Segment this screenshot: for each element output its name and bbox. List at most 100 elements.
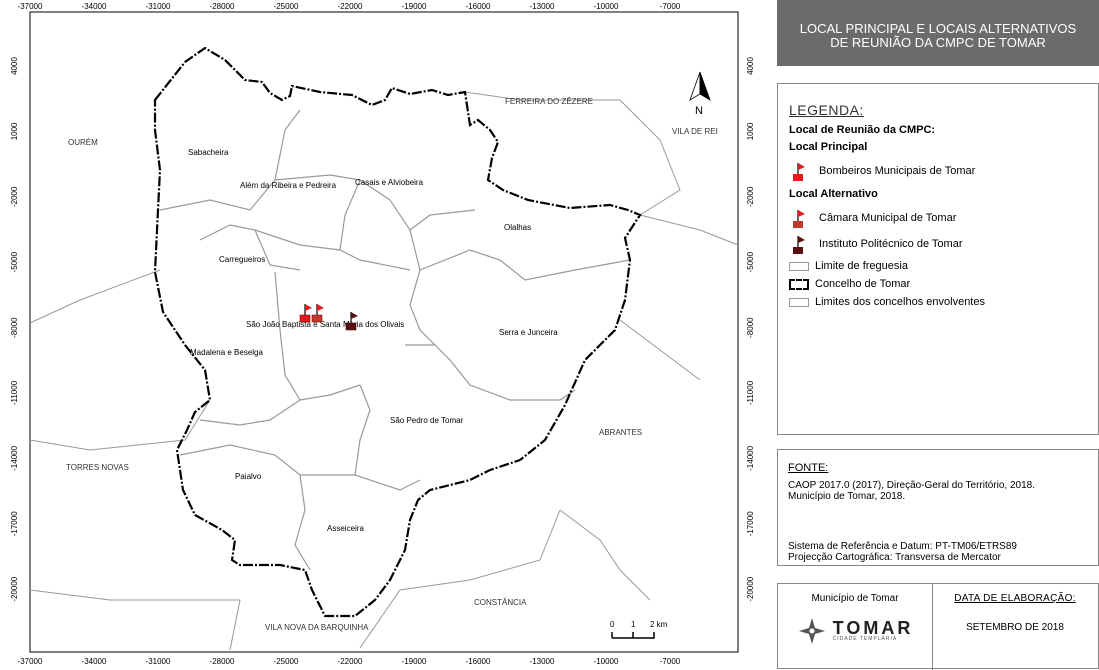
north-label: N [695,105,703,117]
legend-alt-item1: Câmara Municipal de Tomar [789,205,1098,231]
axis-tick-label: -25000 [274,2,299,11]
axis-tick-label: -7000 [660,2,681,11]
axis-tick-label: -8000 [10,317,19,338]
x-axis-bottom: -37000-34000-31000-28000-25000-22000-190… [18,657,681,666]
parish-limits [159,109,631,571]
axis-tick-label: -14000 [746,445,755,470]
axis-tick-label: -20000 [746,576,755,601]
axis-tick-label: -37000 [18,2,43,11]
legend-group: Local de Reunião da CMPC: [789,124,936,136]
logo-word: TOMAR [832,618,914,638]
legend: LEGENDA: Local de Reunião da CMPC: Local… [777,83,1099,435]
x-axis-top: -37000 -34000 -31000 -28000 -25000 -22000 -190… [18,2,681,11]
parish-label: São João Baptista e Santa Maria dos Oliv… [246,320,404,329]
date-heading: DATA DE ELABORAÇÃO: [954,593,1076,604]
svg-text:2 km: 2 km [650,620,668,629]
title-line2: DE REUNIÃO DA CMPC DE TOMAR [830,35,1046,50]
map-neatline [29,11,739,653]
parish-label: Paialvo [235,472,262,481]
council-swatch [789,278,809,290]
axis-tick-label: -20000 [10,576,19,601]
axis-tick-label: -13000 [530,2,555,11]
axis-tick-label: -2000 [10,186,19,207]
council-label: TORRES NOVAS [66,463,129,472]
axis-tick-label: -37000 [18,657,43,666]
legend-limit-neigh-label: Limites dos concelhos envolventes [815,296,985,308]
axis-tick-label: 1000 [746,122,755,140]
council-label: VILA DE REI [672,127,718,136]
y-axis-right: 4000 1000 -2000 -5000 -8000 -11000 -14000 -1700… [746,57,755,602]
y-axis-left: 40001000-2000-5000-8000-11000-14000-1700… [10,57,19,602]
logo-subtitle: CIDADE TEMPLÁRIA [832,636,898,642]
parish-label: São Pedro de Tomar [390,416,464,425]
parish-label: Além da Ribeira e Pedreira [240,181,337,190]
axis-tick-label: -19000 [402,2,427,11]
map-canvas[interactable]: -37000 -34000 -31000 -28000 -25000 -22000 -190… [0,0,770,669]
council-label: VILA NOVA DA BARQUINHA [265,623,369,632]
tomar-logo: TOMAR CIDADE TEMPLÁRIA [778,616,932,646]
council-label: FERREIRA DO ZÊZERE [505,97,593,106]
scale-bar: 0 1 2 km [610,620,668,639]
axis-tick-label: -34000 [82,657,107,666]
axis-tick-label: -5000 [746,251,755,272]
axis-tick-label: -28000 [210,2,235,11]
footer: Município de Tomar TOMAR CIDADE TEMPLÁRI… [777,583,1099,670]
legend-alt1-label: Câmara Municipal de Tomar [819,212,957,224]
flag-crimson-icon [789,208,811,228]
flag-darkred-icon [789,234,811,254]
parish-swatch [789,261,809,271]
marker-camara [311,304,324,323]
parish-label: Sabacheira [188,148,229,157]
council-label: OURÉM [68,138,98,147]
axis-tick-label: -17000 [746,511,755,536]
legend-limit-parish: Limite de freguesia [789,257,1098,275]
legend-alt2-label: Instituto Politécnico de Tomar [819,238,963,250]
axis-tick-label: -16000 [466,2,491,11]
axis-tick-label: -11000 [746,380,755,405]
axis-tick-label: -2000 [746,186,755,207]
reference-box: Sistema de Referência e Datum: PT-TM06/E… [778,541,1098,563]
parish-label: Serra e Junceira [499,328,558,337]
axis-tick-label: 4000 [10,57,19,75]
parish-label: Carregueiros [219,255,265,264]
map-frame: -37000 -34000 -31000 -28000 -25000 -22000 -190… [0,0,770,669]
council-outline [153,46,642,618]
axis-tick-label: -8000 [746,317,755,338]
parish-label: Olalhas [504,223,531,232]
flag-red-icon [789,161,811,181]
neighbour-limits [29,91,739,651]
legend-limit-parish-label: Limite de freguesia [815,260,908,272]
source-line1: CAOP 2017.0 (2017), Direção-Geral do Ter… [788,480,1035,491]
svg-text:0: 0 [610,620,615,629]
axis-tick-label: -22000 [338,657,363,666]
axis-tick-label: -11000 [10,380,19,405]
title-line1: LOCAL PRINCIPAL E LOCAIS ALTERNATIVOS [799,21,1077,36]
marker-ipt [345,312,358,331]
axis-tick-label: 1000 [10,122,19,140]
parish-label: Asseiceira [327,524,364,533]
axis-tick-label: -31000 [146,2,171,11]
legend-limit-council: Concelho de Tomar [789,275,1098,293]
templar-cross-icon [798,618,825,644]
reference-line1: Sistema de Referência e Datum: PT-TM06/E… [788,541,1017,552]
axis-tick-label: -17000 [10,511,19,536]
source-line2: Município de Tomar, 2018. [788,491,906,502]
axis-tick-label: -7000 [660,657,681,666]
legend-alt-head: Local Alternativo [789,188,878,200]
legend-alt-item2: Instituto Politécnico de Tomar [789,231,1098,257]
axis-tick-label: 4000 [746,57,755,75]
legend-principal-label: Bombeiros Municipais de Tomar [819,165,976,177]
axis-tick-label: -22000 [338,2,363,11]
axis-tick-label: -13000 [530,657,555,666]
neighbour-swatch [789,297,809,307]
svg-text:1: 1 [631,620,636,629]
municipality-label: Município de Tomar [811,593,899,604]
axis-tick-label: -28000 [210,657,235,666]
date-value: SETEMBRO DE 2018 [966,622,1064,633]
axis-tick-label: -10000 [594,2,619,11]
legend-principal-item: Bombeiros Municipais de Tomar [789,158,1098,184]
council-label: ABRANTES [599,428,642,437]
axis-tick-label: -34000 [82,2,107,11]
parish-label: Casais e Alviobeira [355,178,424,187]
axis-tick-label: -5000 [10,251,19,272]
